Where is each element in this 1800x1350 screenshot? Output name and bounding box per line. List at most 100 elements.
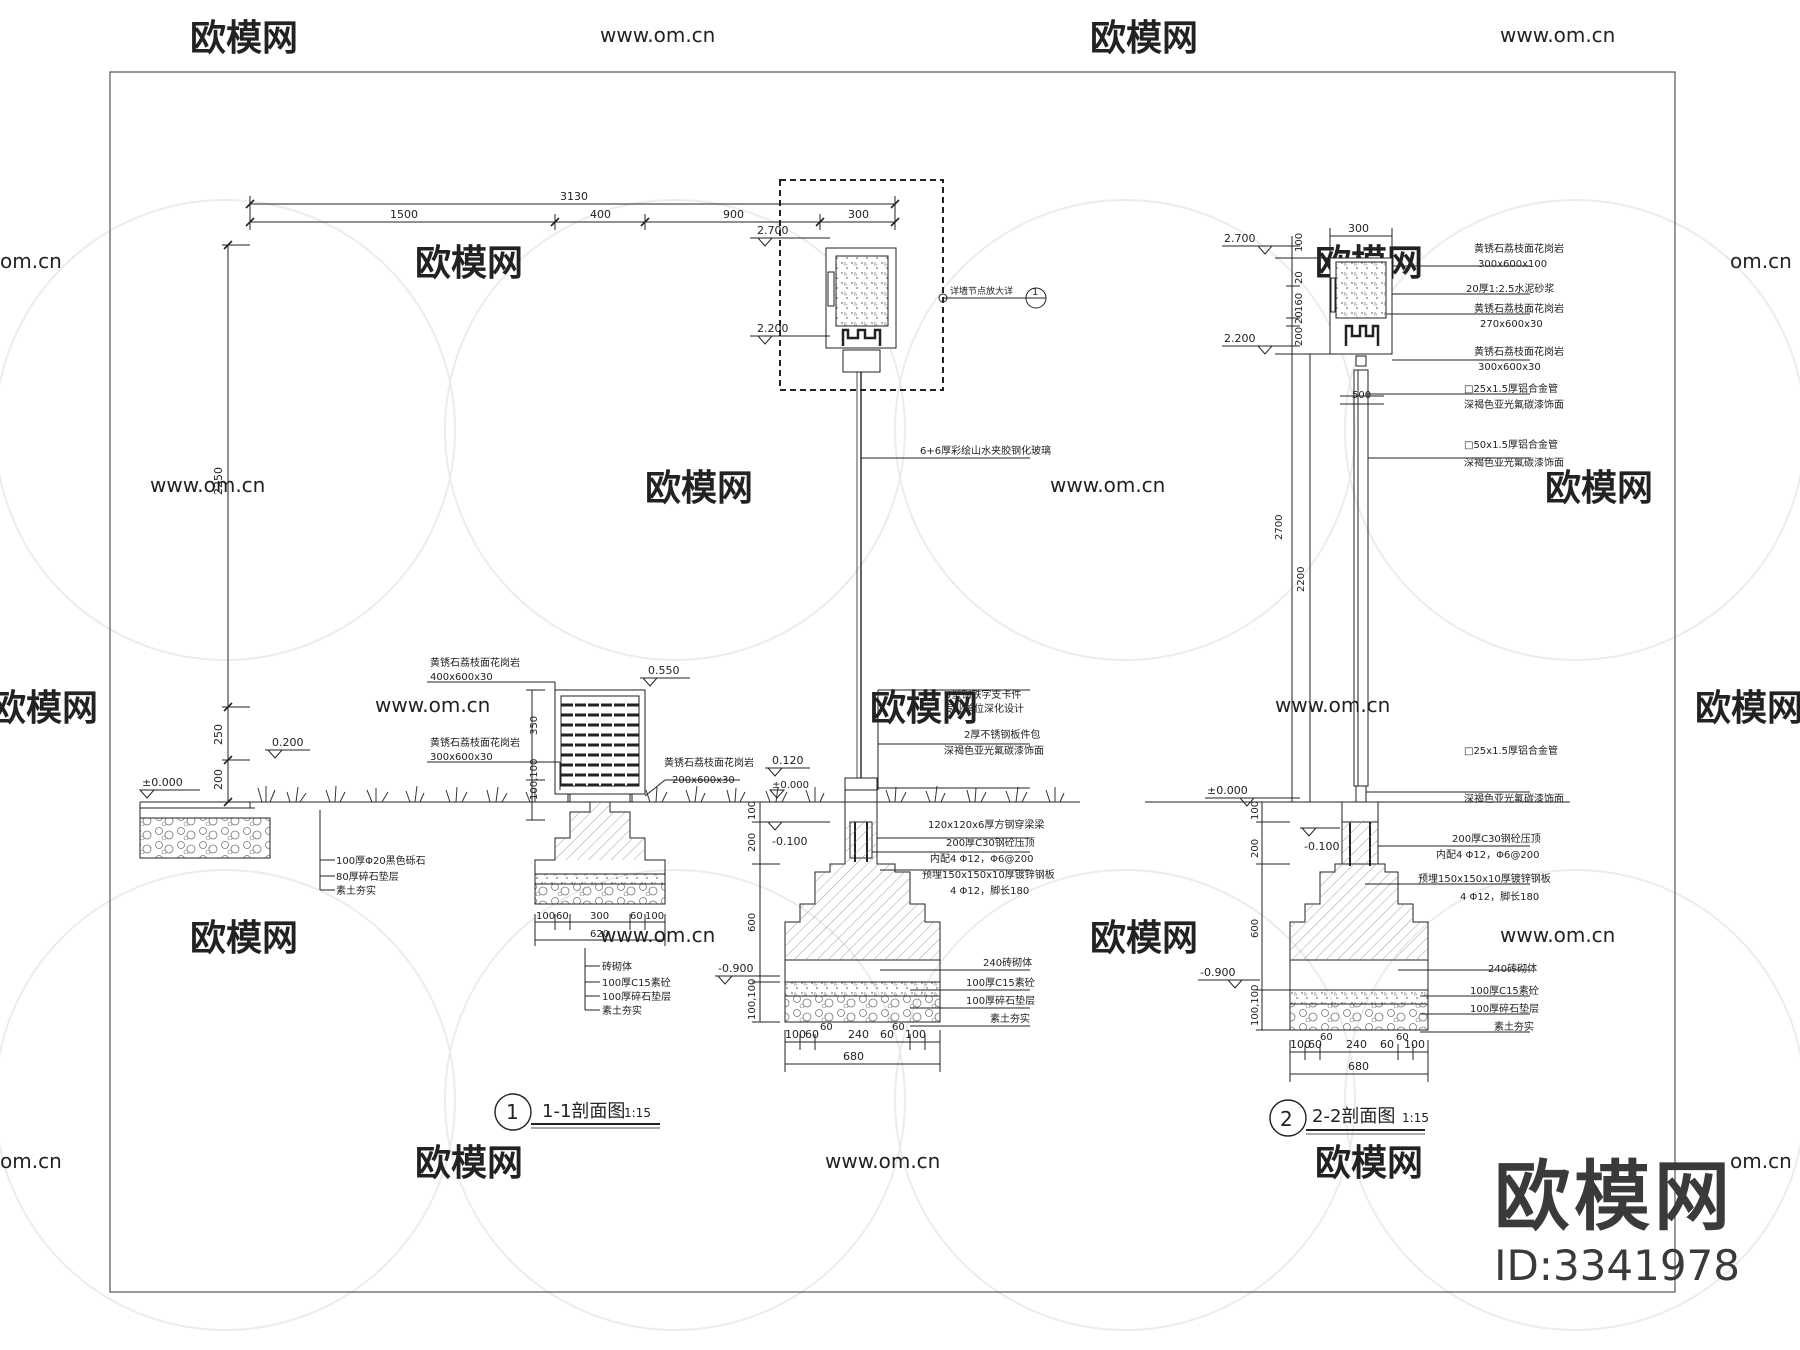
s2-column-cap	[1329, 257, 1393, 803]
brand-stamp: 欧模网 ID:3341978	[1494, 1152, 1740, 1291]
s2-dim-300: 300	[1348, 222, 1369, 235]
s2-dim-600: 600	[1250, 919, 1261, 938]
dim-200-footing: 200	[747, 833, 758, 852]
left-vertical-dims	[222, 240, 250, 807]
section-2-number: 2	[1280, 1107, 1293, 1131]
planter-dim-c: 300	[590, 911, 609, 922]
brand-id: ID:3341978	[1494, 1241, 1740, 1290]
s2-label-soil: 素土夯实	[1494, 1020, 1534, 1033]
watermark-layer: 欧模网 欧模网 欧模网 欧模网 欧模网 欧模网 欧模网 欧模网 欧模网 欧模网 …	[0, 18, 1800, 1331]
section-1-title: 1-1剖面图	[542, 1101, 625, 1122]
dim-250: 250	[212, 724, 225, 745]
label-planter-2: 100厚C15素砼	[602, 976, 671, 989]
section-1-title-block	[494, 1093, 660, 1131]
svg-text:www.om.cn: www.om.cn	[1275, 693, 1390, 717]
s2-label-a1: 黄锈石荔枝面花岗岩	[1474, 242, 1564, 255]
s2-dim-60a: 60	[1320, 1032, 1333, 1043]
dim-400: 400	[590, 208, 611, 221]
s2-dim-a: 100	[1290, 1038, 1311, 1051]
s2-dim-d: 60	[1380, 1038, 1394, 1051]
svg-text:欧模网: 欧模网	[1090, 918, 1198, 959]
label-ss-2: 深褐色亚光氟碳漆饰面	[944, 744, 1044, 757]
label-gravel: 100厚碎石垫层	[966, 994, 1035, 1007]
level-minus-0900: -0.900	[718, 962, 753, 975]
s2-dim-20b: 20	[1294, 311, 1305, 324]
svg-text:om.cn: om.cn	[0, 1149, 62, 1173]
planter-dim-a: 100	[536, 911, 555, 922]
s2-bottom-dims	[1289, 1040, 1429, 1082]
glass-wall-elevation	[779, 179, 944, 1023]
s2-dim-100-100: 100,100	[1250, 985, 1261, 1026]
section-2-2: 300	[1145, 222, 1570, 1137]
svg-text:www.om.cn: www.om.cn	[1500, 923, 1615, 947]
svg-text:欧模网: 欧模网	[645, 468, 753, 509]
label-stone3-b: 200x600x30	[672, 775, 735, 786]
label-pave-1: 100厚Φ20黑色砾石	[336, 854, 426, 867]
label-conc: 200厚C30钢砼压顶	[946, 836, 1035, 849]
label-brick: 240砖砌体	[983, 956, 1032, 969]
section-1-number: 1	[506, 1100, 519, 1124]
footing-dim-c: 240	[848, 1028, 869, 1041]
footing-bottom-dims	[784, 1030, 941, 1072]
dim-1500: 1500	[390, 208, 418, 221]
s2-level-0000: ±0.000	[1207, 784, 1248, 797]
s2-label-g1: □25x1.5厚铝合金管	[1464, 744, 1558, 757]
svg-text:om.cn: om.cn	[0, 249, 62, 273]
s2-label-rebar: 内配4 Φ12，Φ6@200	[1436, 848, 1539, 861]
svg-text:www.om.cn: www.om.cn	[825, 1149, 940, 1173]
dim-600-footing: 600	[747, 913, 758, 932]
s2-dim-20: 20	[1294, 271, 1305, 284]
s2-label-brick: 240砖砌体	[1488, 962, 1537, 975]
s2-label-f2: 深褐色亚光氟碳漆饰面	[1464, 456, 1564, 469]
planter-label-leaders	[427, 681, 740, 797]
s2-dim-200b: 200	[1250, 839, 1261, 858]
s2-label-c15: 100厚C15素砼	[1470, 984, 1539, 997]
footing-dim-b: 60	[805, 1028, 819, 1041]
brand-name: 欧模网	[1494, 1152, 1735, 1241]
label-planter-1: 砖砌体	[602, 960, 632, 973]
planter-dim-e: 100	[645, 911, 664, 922]
svg-text:om.cn: om.cn	[1730, 249, 1792, 273]
dim-350: 350	[529, 716, 540, 735]
s2-label-b1: 20厚1:2.5水泥砂浆	[1466, 282, 1554, 295]
level-2200: 2.200	[757, 322, 789, 335]
level-0550: 0.550	[648, 664, 680, 677]
label-ss-1: 2厚不锈钢板件包	[964, 728, 1040, 741]
svg-text:www.om.cn: www.om.cn	[600, 923, 715, 947]
svg-text:www.om.cn: www.om.cn	[150, 473, 265, 497]
section-1-scale: 1:15	[624, 1106, 651, 1120]
s2-level-markers	[1198, 245, 1340, 989]
section-2-title: 2-2剖面图	[1312, 1106, 1395, 1127]
section-1-1: 3130 1500 400 900 300 2250 250 200	[138, 179, 1080, 1131]
s2-label-a2: 300x600x100	[1478, 259, 1547, 270]
s2-label-leaders	[1365, 265, 1530, 1033]
svg-text:欧模网: 欧模网	[870, 688, 978, 729]
watermark-logos: 欧模网 欧模网 欧模网 欧模网 欧模网 欧模网 欧模网 欧模网 欧模网 欧模网 …	[0, 18, 1800, 1184]
footing-dim-a: 100	[785, 1028, 806, 1041]
grass-tufts	[257, 785, 1065, 803]
svg-text:欧模网: 欧模网	[1545, 468, 1653, 509]
s2-dim-60b: 60	[1396, 1032, 1409, 1043]
s2-label-d1: 黄锈石荔枝面花岗岩	[1474, 345, 1564, 358]
svg-text:欧模网: 欧模网	[0, 688, 98, 729]
s2-label-d2: 300x600x30	[1478, 362, 1541, 373]
svg-text:欧模网: 欧模网	[1695, 688, 1800, 729]
planter-dim-d: 60	[630, 911, 643, 922]
s2-dim-100b: 100	[1250, 801, 1261, 820]
label-anchor: 4 Φ12，脚长180	[950, 884, 1029, 897]
svg-text:欧模网: 欧模网	[1315, 1143, 1423, 1184]
s2-label-anchor: 4 Φ12，脚长180	[1460, 890, 1539, 903]
footing-dim-total: 680	[843, 1050, 864, 1063]
s2-top-dim	[1329, 228, 1393, 258]
watermark-arcs	[0, 199, 1800, 1331]
svg-text:欧模网: 欧模网	[1090, 18, 1198, 59]
label-glass: 6+6厚彩绘山水夹胶钢化玻璃	[920, 444, 1051, 457]
label-stone2-b: 300x600x30	[430, 752, 493, 763]
sheet-border	[109, 71, 1676, 1293]
svg-text:欧模网: 欧模网	[190, 918, 298, 959]
level-0000-left: ±0.000	[142, 776, 183, 789]
s2-dim-200: 200	[1294, 327, 1305, 346]
section-2-title-block	[1269, 1099, 1425, 1137]
s2-level-2200: 2.200	[1224, 332, 1256, 345]
